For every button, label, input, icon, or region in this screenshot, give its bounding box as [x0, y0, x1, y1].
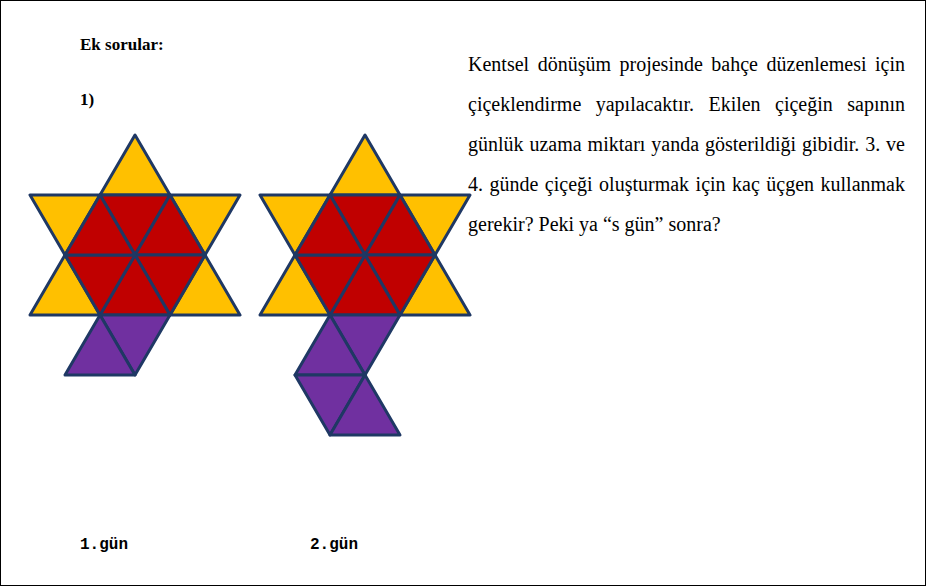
petal-triangle [100, 135, 170, 195]
center-triangle [365, 195, 435, 255]
day-label: 1.gün [80, 535, 128, 555]
center-triangle [135, 195, 205, 255]
center-triangle [295, 195, 365, 255]
heading-text: Ek sorular: [80, 34, 164, 56]
flower-day-2 [260, 135, 470, 435]
question-number: 1) [80, 89, 94, 111]
question-text: Kentsel dönüşüm projesinde bahçe düzenle… [468, 44, 905, 244]
center-triangle [65, 255, 135, 315]
stem-triangle [295, 315, 365, 375]
stem-triangle [330, 375, 400, 435]
stem-triangle [65, 315, 135, 375]
center-triangle [295, 255, 365, 315]
petal-triangle [330, 135, 400, 195]
flower-day-1 [30, 135, 240, 375]
day-label: 2.gün [310, 535, 358, 555]
center-triangle [65, 195, 135, 255]
